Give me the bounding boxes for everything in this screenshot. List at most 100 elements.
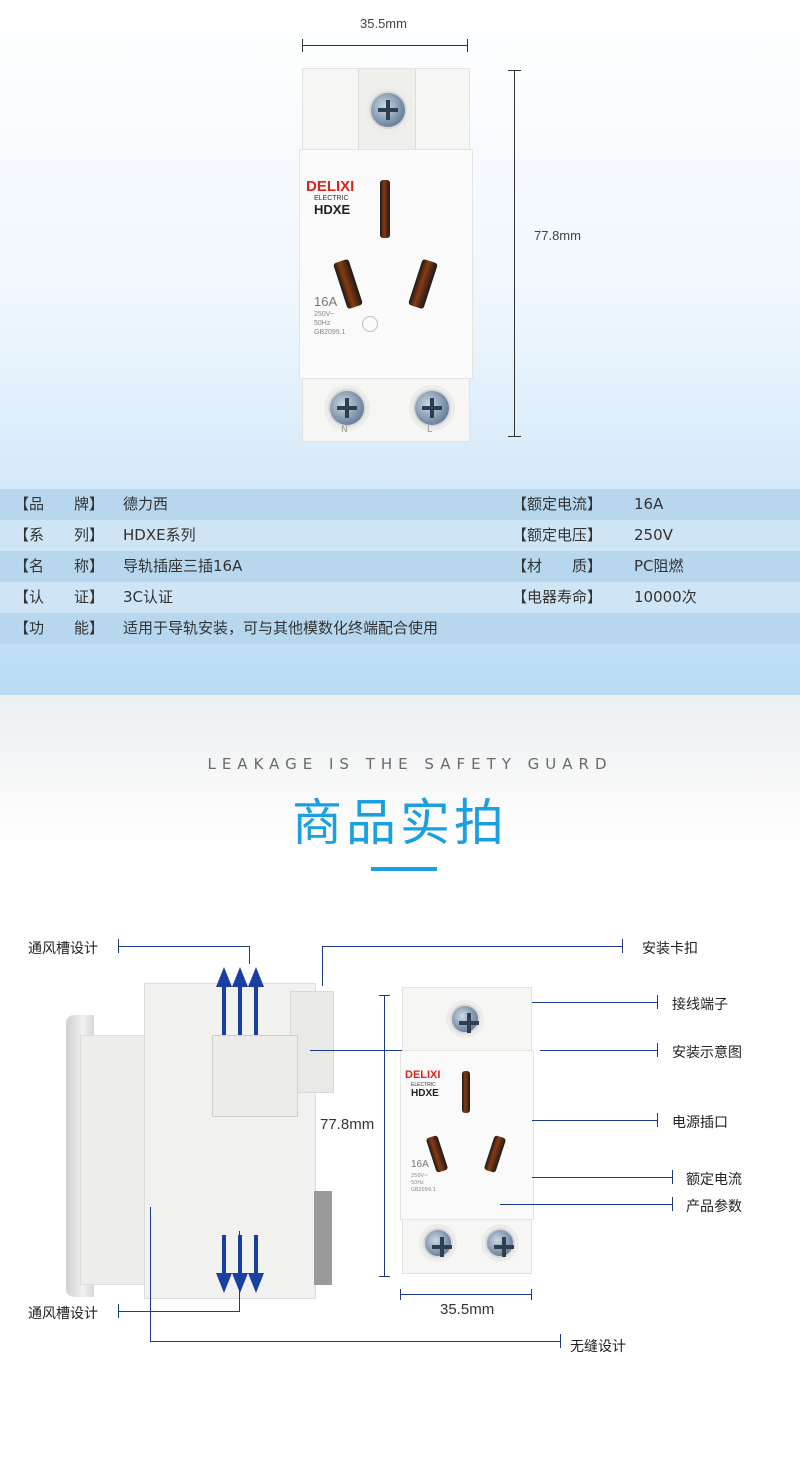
airflow-up-arrow-icon — [238, 985, 242, 1035]
frequency-label: 50Hz — [314, 320, 331, 327]
airflow-down-arrow-icon — [254, 1235, 258, 1275]
side-label-area — [212, 1035, 298, 1117]
model-label: HDXE — [411, 1088, 439, 1099]
callout-socket: 电源插口 — [672, 1115, 728, 1131]
callout-install-diagram: 安装示意图 — [672, 1045, 742, 1061]
voltage-label: 250V~ — [411, 1173, 429, 1179]
product-photo-section: LEAKAGE IS THE SAFETY GUARD 商品实拍 DELIXI … — [0, 695, 800, 1462]
callout-line — [657, 1113, 658, 1127]
spec-row: 【品 牌】 德力西 【额定电流】 16A — [0, 489, 800, 520]
brand-sub: ELECTRIC — [411, 1082, 436, 1088]
socket-face: DELIXI ELECTRIC HDXE 16A 250V~ 50Hz GB20… — [299, 149, 473, 379]
terminal-l-label: L — [427, 425, 433, 435]
spec-label: 【电器寿命】 — [512, 588, 603, 606]
callout-line — [657, 1043, 658, 1057]
standard-label: GB2099.1 — [314, 329, 346, 336]
spec-label: 【系 列】 — [14, 526, 105, 544]
terminal-n-label: N — [341, 425, 348, 435]
dimension-tick — [400, 1289, 401, 1300]
live-slot — [407, 258, 439, 310]
top-screw-icon — [450, 1004, 480, 1034]
spec-value: 导轨插座三插16A — [123, 557, 243, 575]
rating-label: 16A — [411, 1159, 429, 1170]
spec-value: 3C认证 — [123, 588, 174, 606]
spec-label: 【品 牌】 — [14, 495, 105, 513]
callout-terminal: 接线端子 — [672, 997, 728, 1013]
dimension-tick — [379, 995, 390, 996]
neutral-slot — [425, 1135, 449, 1173]
brand-logo: DELIXI — [405, 1069, 441, 1081]
callout-line — [540, 1050, 657, 1051]
arrowhead-icon — [248, 1273, 264, 1293]
callout-line — [532, 1002, 657, 1003]
earth-slot — [380, 180, 390, 238]
front-width-dimension: 35.5mm — [440, 1301, 495, 1318]
callout-line — [118, 946, 250, 947]
front-width-dimension-line — [400, 1294, 532, 1295]
dimension-tick — [379, 1276, 390, 1277]
callout-line — [150, 1341, 560, 1342]
callout-line — [672, 1197, 673, 1211]
front-socket-face: DELIXI ELECTRIC HDXE 16A 250V~ 50Hz GB20… — [400, 1050, 534, 1220]
spec-row: 【功 能】 适用于导轨安装，可与其他模数化终端配合使用 — [0, 613, 800, 644]
callout-vent-bottom: 通风槽设计 — [28, 1306, 98, 1322]
callout-line — [310, 1050, 402, 1051]
callout-mount-clip: 安装卡扣 — [642, 941, 698, 957]
model-label: HDXE — [314, 202, 351, 217]
section-heading: 商品实拍 — [292, 794, 508, 852]
arrowhead-icon — [232, 1273, 248, 1293]
neutral-screw-icon — [328, 389, 366, 427]
arrowhead-icon — [232, 967, 248, 987]
callout-rated-current: 额定电流 — [686, 1172, 742, 1188]
spec-value: 德力西 — [123, 495, 169, 513]
airflow-down-arrow-icon — [222, 1235, 226, 1275]
callout-line — [532, 1120, 657, 1121]
spec-value: PC阻燃 — [634, 557, 684, 575]
spec-label: 【认 证】 — [14, 588, 105, 606]
callout-line — [239, 1231, 240, 1311]
callout-line — [322, 946, 622, 947]
spec-value: 16A — [634, 495, 664, 513]
spec-value: 250V — [634, 526, 673, 544]
spec-row: 【名 称】 导轨插座三插16A 【材 质】 PC阻燃 — [0, 551, 800, 582]
airflow-up-arrow-icon — [254, 985, 258, 1035]
callout-line — [622, 939, 623, 953]
dimension-tick — [531, 1289, 532, 1300]
callout-line — [500, 1204, 672, 1205]
airflow-up-arrow-icon — [222, 985, 226, 1035]
spec-label: 【材 质】 — [512, 557, 603, 575]
callout-line — [657, 995, 658, 1009]
airflow-down-arrow-icon — [238, 1235, 242, 1275]
callout-product-params: 产品参数 — [686, 1199, 742, 1215]
socket-module: DELIXI ELECTRIC HDXE 16A 250V~ 50Hz GB20… — [299, 68, 473, 442]
brand-sub: ELECTRIC — [314, 195, 349, 202]
top-height-dimension: 77.8mm — [534, 228, 581, 243]
top-screw-icon — [369, 91, 407, 129]
dimension-tick — [302, 39, 303, 52]
arrowhead-icon — [216, 1273, 232, 1293]
spec-label: 【功 能】 — [14, 619, 105, 637]
heading-underline — [371, 867, 437, 871]
frequency-label: 50Hz — [411, 1180, 424, 1186]
earth-slot — [462, 1071, 470, 1113]
front-height-dimension-line — [384, 995, 385, 1277]
neutral-slot — [332, 258, 364, 310]
callout-line — [672, 1170, 673, 1184]
section-tagline: LEAKAGE IS THE SAFETY GUARD — [207, 755, 613, 773]
neutral-screw-icon — [423, 1228, 453, 1258]
top-width-dimension-line — [302, 45, 468, 46]
spec-value: 适用于导轨安装，可与其他模数化终端配合使用 — [123, 619, 439, 637]
dimension-tick — [508, 70, 521, 71]
callout-line — [249, 946, 250, 964]
rating-label: 16A — [314, 294, 338, 309]
callout-line — [118, 1311, 240, 1312]
callout-line — [532, 1177, 672, 1178]
live-screw-icon — [413, 389, 451, 427]
product-hero: 35.5mm 77.8mm DELIXI ELECTRIC HDXE 16A 2… — [0, 0, 800, 695]
side-body-left — [80, 1035, 146, 1285]
callout-line — [150, 1207, 151, 1341]
top-width-dimension: 35.5mm — [360, 16, 407, 31]
rail-groove — [314, 1191, 332, 1285]
arrowhead-icon — [248, 967, 264, 987]
callout-seamless: 无缝设计 — [570, 1339, 626, 1355]
